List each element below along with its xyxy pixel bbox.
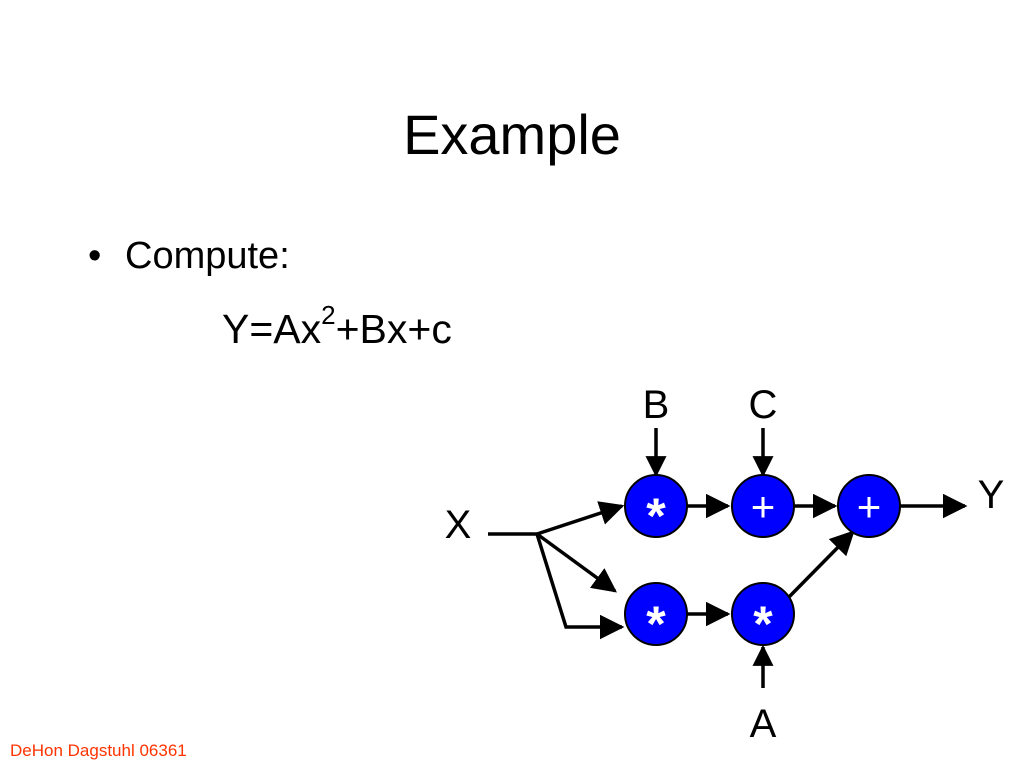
- input-label-a: A: [750, 702, 777, 746]
- input-label-c: C: [749, 383, 778, 427]
- node-mul-a-label: *: [753, 596, 773, 652]
- bullet-item: • Compute:: [88, 231, 290, 281]
- formula-lhs: Y=Ax: [222, 306, 322, 352]
- node-mul-b: *: [624, 474, 688, 544]
- node-mul-x-label: *: [646, 596, 666, 652]
- io-labels: B C X A Y: [445, 383, 1005, 746]
- edge-x-to-mul-x-bottom: [535, 533, 625, 640]
- node-mul-b-label: *: [646, 488, 666, 544]
- node-add-out-label: +: [857, 483, 882, 530]
- formula-exponent: 2: [321, 300, 336, 331]
- output-label-y: Y: [978, 473, 1005, 517]
- formula-rhs: +Bx+c: [335, 306, 452, 352]
- node-mul-a: *: [731, 582, 795, 652]
- bullet-marker: •: [88, 235, 102, 277]
- node-add-c: +: [731, 474, 795, 538]
- slide-footer: DeHon Dagstuhl 06361: [10, 741, 187, 760]
- slide-title: Example: [403, 103, 621, 166]
- input-label-b: B: [643, 383, 670, 427]
- input-label-x: X: [445, 503, 472, 547]
- bullet-text: Compute:: [125, 235, 290, 277]
- edge-mul-a-to-add-out: [787, 530, 855, 599]
- edges: [488, 428, 968, 688]
- edge-x-to-mul-b: [536, 501, 625, 536]
- node-mul-x: *: [624, 582, 688, 652]
- nodes: * + + * *: [624, 474, 901, 652]
- node-add-out: +: [837, 474, 901, 538]
- edge-x-to-mul-x-top: [535, 532, 617, 593]
- node-add-c-label: +: [751, 483, 776, 530]
- formula: Y=Ax2+Bx+c: [222, 300, 452, 355]
